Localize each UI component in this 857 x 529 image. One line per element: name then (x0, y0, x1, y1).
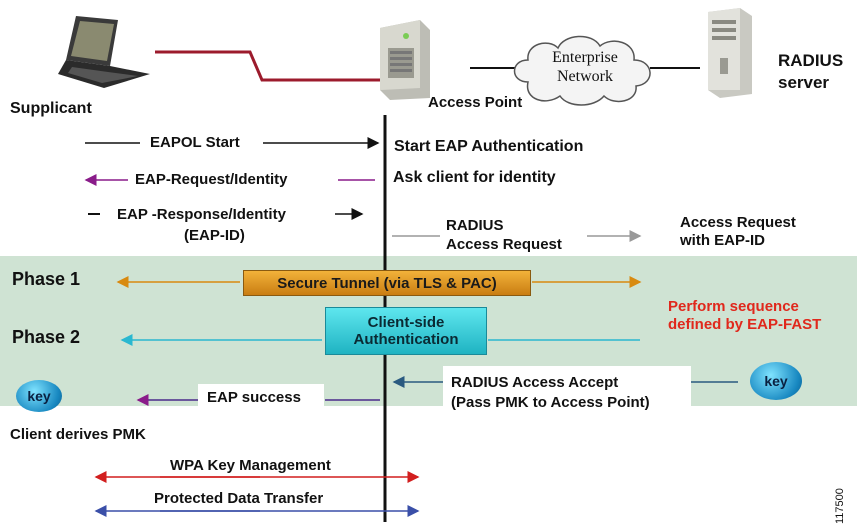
eap-request-identity-label: EAP-Request/Identity (135, 171, 288, 188)
figure-id: 117500 (834, 488, 846, 524)
laptop-icon (58, 16, 150, 88)
cloud-icon (513, 35, 651, 106)
key-icon-right: key (750, 362, 802, 400)
client-derives-pmk-label: Client derives PMK (10, 426, 146, 443)
client-side-auth-box: Client-side Authentication (325, 307, 487, 355)
perform-sequence-label: Perform sequence defined by EAP-FAST (668, 298, 822, 333)
radius-access-accept-label: RADIUS Access Accept (Pass PMK to Access… (451, 374, 650, 411)
secure-tunnel-box: Secure Tunnel (via TLS & PAC) (243, 270, 531, 296)
wireless-link (155, 50, 380, 82)
server-icon (708, 8, 752, 98)
radius-server-label: RADIUS server (778, 51, 844, 92)
ask-identity-label: Ask client for identity (393, 169, 556, 186)
eap-success-label: EAP success (207, 389, 301, 406)
radius-accept-box (443, 366, 691, 416)
phase2-label: Phase 2 (12, 327, 81, 347)
eap-success-box (198, 384, 324, 410)
access-point-label-text: Access Point (428, 94, 523, 111)
access-request-eap-id-label: Access Request with EAP-ID (680, 214, 796, 249)
key-icon-left: key (16, 380, 62, 412)
phase1-label: Phase 1 (12, 269, 81, 289)
eap-response-identity-label: EAP -Response/Identity (117, 206, 286, 223)
cloud-label: Enterprise Network (552, 49, 618, 85)
eapol-start-label: EAPOL Start (150, 134, 240, 151)
protected-data-transfer-label: Protected Data Transfer (154, 490, 324, 507)
eap-id-label: (EAP-ID) (184, 227, 245, 244)
access-point-icon (380, 20, 430, 100)
start-eap-label: Start EAP Authentication (394, 138, 584, 155)
radius-access-request-label: RADIUS Access Request (446, 217, 562, 253)
supplicant-label: Supplicant (10, 100, 92, 117)
wpa-key-management-label: WPA Key Management (170, 457, 331, 474)
